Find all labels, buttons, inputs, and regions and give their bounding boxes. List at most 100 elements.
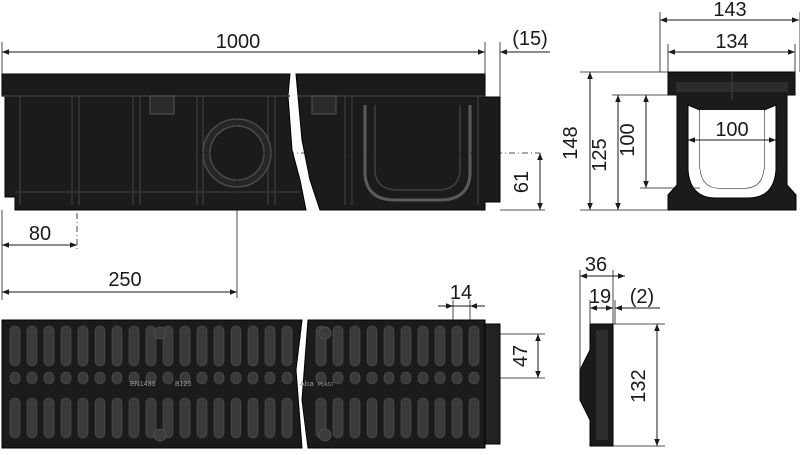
dimension-height-100: 100 [617, 95, 700, 189]
grate-slot [434, 325, 446, 367]
dim-height-125-label: 125 [589, 138, 611, 171]
grate-slot [94, 371, 106, 385]
grate-slot [196, 325, 208, 367]
grate-slot [434, 397, 446, 439]
grate-slot [26, 397, 38, 439]
dim-length-label: 1000 [216, 31, 261, 53]
grate-slot [230, 371, 242, 385]
dimension-grate-thickness: 19 [589, 286, 613, 324]
grate-slot [213, 397, 225, 439]
grate-slot [128, 397, 140, 439]
dim-total-height-label: 148 [560, 126, 582, 159]
grate-top-view: EN1433 B125 Alca PLAST [1, 319, 501, 449]
grate-slot [366, 397, 378, 439]
grate-slot [417, 325, 429, 367]
grate-slot [77, 325, 89, 367]
grate-slot [9, 371, 21, 385]
dim-grate-width-label: 36 [585, 254, 607, 276]
dimension-grate-width: 36 [579, 254, 625, 370]
grate-slot [264, 397, 276, 439]
grate-slot [281, 325, 293, 367]
grate-slot [383, 371, 395, 385]
grate-slot [281, 371, 293, 385]
grate-slot [366, 371, 378, 385]
grate-slot [451, 397, 463, 439]
grate-slot [94, 397, 106, 439]
grate-slot [94, 325, 106, 367]
grate-slot [400, 325, 412, 367]
dim-inner-width-label: 100 [715, 119, 748, 141]
grate-slot [468, 397, 480, 439]
grate-slot [9, 325, 21, 367]
dim-height-100-label: 100 [617, 123, 639, 156]
grate-slot [128, 371, 140, 385]
grate-slot [349, 397, 361, 439]
grate-slot [9, 397, 21, 439]
dim-offset-80-label: 80 [29, 223, 51, 245]
grate-slot [400, 397, 412, 439]
grate-slot [349, 325, 361, 367]
grate-slot [111, 397, 123, 439]
channel-side-view [1, 73, 540, 211]
grate-slot [400, 371, 412, 385]
grate-slot [349, 371, 361, 385]
grate-slot [332, 325, 344, 367]
grate-slot [162, 371, 174, 385]
dimension-offset-250: 250 [2, 198, 238, 298]
grate-slot [315, 371, 327, 385]
grate-slot [417, 397, 429, 439]
dim-outer-width-label: 143 [713, 0, 746, 21]
grate-slot [417, 371, 429, 385]
dim-inner-top-width-label: 134 [715, 31, 748, 53]
dimension-height-125: 125 [589, 94, 677, 210]
grate-slot [264, 325, 276, 367]
grate-slot [128, 325, 140, 367]
grate-slot [366, 325, 378, 367]
grate-slot [230, 397, 242, 439]
grate-slot [213, 325, 225, 367]
dimension-grate-length: 132 [613, 323, 665, 447]
grate-slot [26, 325, 38, 367]
grate-slot [196, 371, 208, 385]
grate-slot [468, 371, 480, 385]
grate-cross-section [579, 323, 614, 447]
channel-cross-section [667, 71, 797, 211]
grate-slot [60, 325, 72, 367]
dim-grate-slot-label: 14 [450, 282, 472, 304]
grate-slot [264, 371, 276, 385]
dim-grate-length-label: 132 [628, 369, 650, 402]
grate-slot [179, 371, 191, 385]
dimension-grate-gap: (2) [614, 286, 660, 324]
dimension-inner-width: 100 [688, 119, 776, 143]
grate-slot [281, 397, 293, 439]
grate-slot [332, 371, 344, 385]
dim-grate-end-label: 47 [510, 345, 532, 367]
grate-slot [43, 325, 55, 367]
grate-slot [451, 325, 463, 367]
dimension-offset-80: 80 [1, 200, 78, 300]
dimension-grate-slot: 14 [438, 282, 485, 320]
grate-slot [247, 397, 259, 439]
dim-offset-250-label: 250 [108, 269, 141, 291]
grate-slot [162, 397, 174, 439]
grate-slot [247, 325, 259, 367]
grate-slot [77, 397, 89, 439]
grate-slot [383, 325, 395, 367]
grate-slot [145, 371, 157, 385]
grate-slot [247, 371, 259, 385]
grate-slot [332, 397, 344, 439]
grate-slot [383, 397, 395, 439]
dimension-outer-width: 143 [659, 0, 800, 72]
dim-outlet-height-label: 61 [511, 171, 533, 193]
dimension-outlet-height: 61 [500, 153, 545, 211]
dim-grate-thickness-label: 19 [589, 286, 611, 308]
grate-brand-label: Alca [300, 381, 314, 388]
grate-slot [26, 371, 38, 385]
grate-slot [43, 371, 55, 385]
grate-standard-label: EN1433 [130, 381, 155, 388]
grate-slot [468, 325, 480, 367]
grate-slot [179, 325, 191, 367]
dim-flange-label: (15) [512, 28, 548, 50]
grate-brand-suffix-label: PLAST [318, 382, 334, 388]
